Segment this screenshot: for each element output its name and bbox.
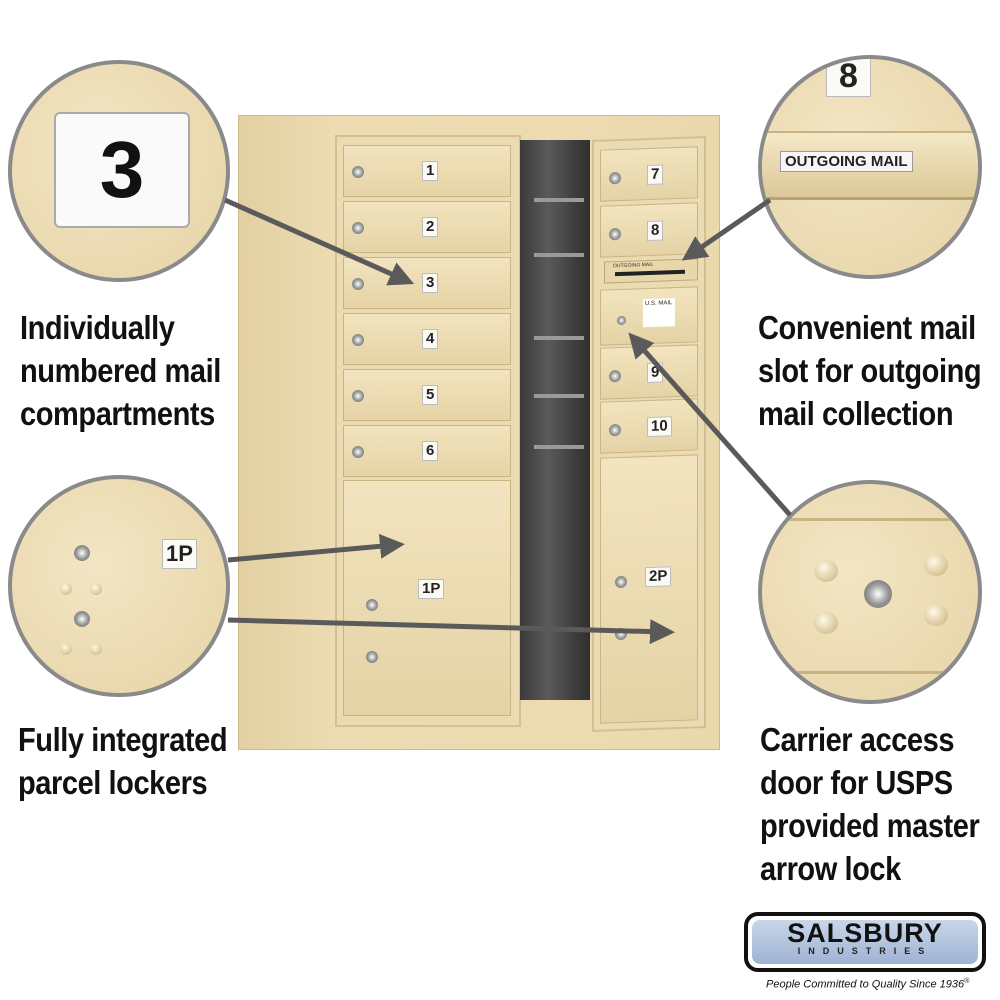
tagline-text: People Committed to Quality Since 1936 [766, 978, 965, 991]
arrow-to-parcel-2p [227, 617, 675, 645]
callout-parcel-closeup: 1P [8, 475, 230, 697]
rivet [924, 604, 948, 626]
shelf [534, 253, 584, 257]
compartment-5: 5 [343, 369, 511, 421]
arrow-to-outgoing-slot [681, 197, 772, 261]
caption-outgoing-slot: Convenient mail slot for outgoing mail c… [758, 306, 982, 435]
registered-mark: ® [964, 978, 970, 985]
shelf [534, 394, 584, 398]
parcel-plate: 1P [162, 539, 197, 569]
lock-icon [352, 278, 364, 290]
lock-icon [74, 611, 90, 627]
compartment-1: 1 [343, 145, 511, 197]
lock-icon [366, 599, 378, 611]
caption-line: arrow lock [760, 850, 901, 887]
compartment-4: 4 [343, 313, 511, 365]
open-interior [520, 140, 590, 700]
caption-line: Convenient mail [758, 309, 976, 346]
compartment-number: 6 [422, 441, 439, 461]
brand-sub: INDUSTRIES [797, 946, 933, 956]
left-door-frame: 1 2 3 4 5 6 1P [335, 135, 521, 727]
lock-icon [74, 545, 90, 561]
rivet [90, 583, 102, 595]
shelf [534, 198, 584, 202]
callout-carrier-lock-closeup [758, 480, 982, 704]
caption-parcel-lockers: Fully integrated parcel lockers [18, 718, 228, 804]
number-plate-text: 3 [99, 125, 145, 214]
caption-line: slot for outgoing [758, 352, 982, 389]
arrow-to-parcel-1p [227, 533, 405, 563]
shelf [534, 336, 584, 340]
lock-icon [366, 651, 378, 663]
rivet [60, 643, 72, 655]
caption-line: Individually [20, 309, 175, 346]
lock-icon [352, 390, 364, 402]
caption-line: compartments [20, 395, 215, 432]
rivet [60, 583, 72, 595]
rivet [924, 554, 948, 576]
caption-line: provided master [760, 807, 980, 844]
shelf [534, 445, 584, 449]
compartment-number: 5 [422, 385, 439, 405]
caption-carrier-door: Carrier access door for USPS provided ma… [760, 718, 980, 890]
rivet [90, 643, 102, 655]
salsbury-logo: SALSBURY INDUSTRIES [744, 912, 986, 972]
rivet [814, 560, 838, 582]
rivet [814, 612, 838, 634]
arrow-lock-icon [864, 580, 892, 608]
lock-icon [352, 166, 364, 178]
caption-line: numbered mail [20, 352, 221, 389]
arrow-to-compartment-3 [223, 197, 415, 286]
lock-icon [352, 446, 364, 458]
outgoing-label: OUTGOING MAIL [780, 151, 913, 172]
parcel-locker-1p: 1P [343, 480, 511, 716]
callout-number-closeup: 3 [8, 60, 230, 282]
arrow-to-carrier-lock [628, 332, 792, 517]
compartment-number: 4 [422, 329, 439, 349]
slot-flap: OUTGOING MAIL [762, 131, 978, 200]
compartment-2: 2 [343, 201, 511, 253]
number-plate: 8 [826, 59, 871, 97]
lock-icon [352, 334, 364, 346]
caption-line: Carrier access [760, 721, 955, 758]
caption-line: parcel lockers [18, 764, 208, 801]
lock-icon [352, 222, 364, 234]
compartment-number: 2 [422, 217, 439, 237]
number-plate: 3 [54, 112, 190, 228]
caption-compartments: Individually numbered mail compartments [20, 306, 221, 435]
callout-outgoing-closeup: 8 OUTGOING MAIL [758, 55, 982, 279]
compartment-6: 6 [343, 425, 511, 477]
caption-line: mail collection [758, 395, 954, 432]
compartment-number: 1 [422, 161, 439, 181]
brand-name: SALSBURY [787, 918, 943, 948]
parcel-number: 1P [418, 579, 445, 599]
door-panel [762, 518, 978, 674]
compartment-number: 3 [422, 273, 439, 293]
brand-tagline: People Committed to Quality Since 1936® [766, 978, 969, 991]
caption-line: door for USPS [760, 764, 953, 801]
caption-line: Fully integrated [18, 721, 228, 758]
